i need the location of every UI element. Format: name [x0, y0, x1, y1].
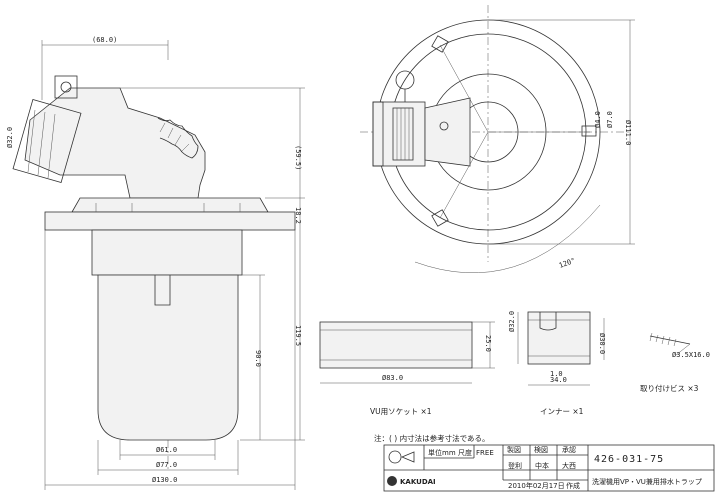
screw-dim: Ø3.5X16.0	[672, 351, 710, 359]
dim-d77: Ø77.0	[156, 461, 177, 469]
tb-name-check: 中本	[535, 461, 549, 470]
dim-top-width: (68.0)	[92, 36, 117, 44]
dim-hole2: Ø7.0	[606, 111, 614, 128]
trap-flange	[44, 197, 296, 231]
socket-caption: VU用ソケット ×1	[370, 407, 432, 416]
dim-flange: 18.2	[294, 207, 302, 224]
tb-name-approve: 大西	[562, 461, 576, 470]
dim-top-dia: Ø111.0	[624, 120, 632, 145]
dim-d130: Ø130.0	[152, 476, 177, 484]
elbow-pipe	[12, 75, 206, 199]
dim-angle: 120°	[558, 257, 577, 270]
inner-dim-len: 34.0	[550, 376, 567, 384]
kakudai-logo: KAKUDAI	[387, 476, 436, 486]
dim-body-height: 90.0	[254, 350, 262, 367]
dim-total-height: 119.5	[294, 325, 302, 346]
tb-col-drawn: 製図	[507, 445, 521, 454]
inner-caption: インナー ×1	[540, 407, 584, 416]
tb-brand: KAKUDAI	[400, 478, 436, 486]
dim-hole: Ø4.0	[594, 111, 602, 128]
inner-dim-w: 1.0	[550, 370, 563, 378]
side-view: (68.0) Ø32.0 (59.5) 18.2 119.5 90.0 Ø61.…	[6, 36, 305, 490]
tb-part-no: 426-031-75	[594, 454, 664, 465]
tb-col-approve: 承認	[562, 445, 576, 454]
tb-col-check: 検図	[534, 445, 548, 454]
top-view: Ø111.0 120° Ø4.0 Ø7.0	[360, 5, 635, 274]
title-block: 単位mm 尺度 FREE 製図 検図 承認 登利 中本 大西 426-031-7…	[383, 444, 715, 492]
socket-dim-dia: Ø83.0	[382, 374, 403, 382]
inner-dim-d32: Ø32.0	[508, 311, 516, 332]
tb-unit: 単位mm	[428, 448, 456, 457]
note-text: 注：( ) 内寸法は参考寸法である。	[374, 433, 490, 443]
inner-part: Ø32.0 Ø30.0 1.0 34.0 インナー ×1	[508, 311, 606, 416]
tb-product: 洗濯機用VP・VU兼用排水トラップ	[592, 477, 702, 486]
screw-part: Ø3.5X16.0 取り付けビス ×3	[640, 332, 710, 393]
tb-date-suffix: 作成	[566, 481, 580, 490]
screw-caption: 取り付けビス ×3	[640, 383, 699, 393]
socket-dim-height: 25.0	[484, 335, 492, 352]
dim-d61: Ø61.0	[156, 446, 177, 454]
side-dimensions: (68.0) Ø32.0 (59.5) 18.2 119.5 90.0 Ø61.…	[6, 36, 305, 490]
tb-name-drawn: 登利	[508, 461, 522, 470]
tb-scale-label: 尺度	[458, 448, 472, 457]
dim-height-upper: (59.5)	[294, 145, 302, 170]
dim-socket-dia: Ø32.0	[6, 127, 14, 148]
tb-scale-value: FREE	[476, 449, 494, 457]
socket-part: 25.0 Ø83.0 VU用ソケット ×1	[319, 321, 495, 416]
tb-date: 2010年02月17日	[508, 481, 565, 490]
inner-dim-d30: Ø30.0	[598, 333, 606, 354]
trap-body	[91, 229, 243, 441]
